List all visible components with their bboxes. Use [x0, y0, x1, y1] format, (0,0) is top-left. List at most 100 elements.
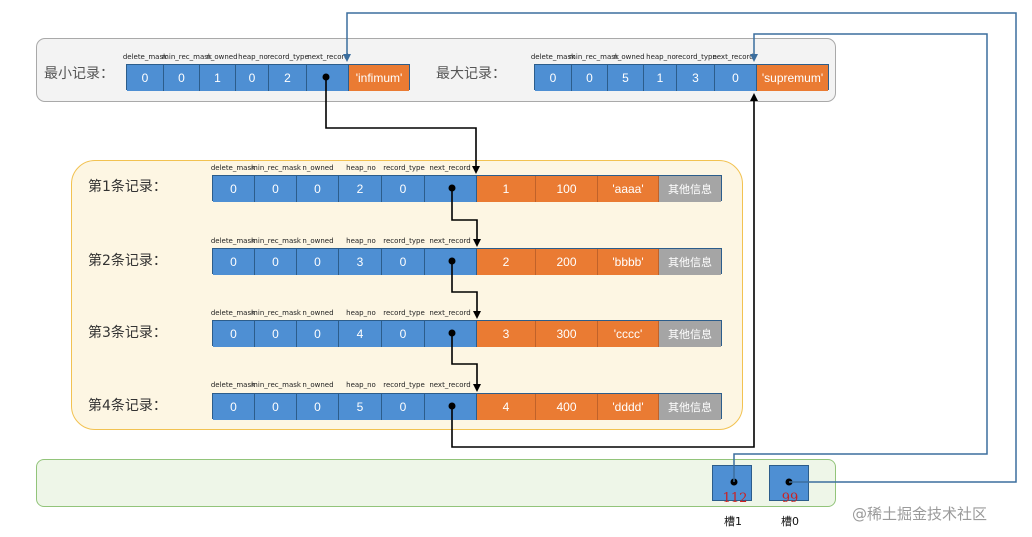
record-3-header-n-owned: n_owned [302, 309, 334, 317]
supremum-header-heap-no: heap_no [646, 53, 676, 61]
record-1-delete-mask: 0 [213, 176, 255, 202]
record-1-header-next-record: next_record [429, 164, 471, 172]
record-1-header-min-rec-mask: min_rec_mask [251, 164, 301, 172]
supremum-header-next-record: next_record [712, 53, 754, 61]
supremum-header-min-rec-mask: min_rec_mask [569, 53, 619, 61]
supremum-header-record-type: record_type [675, 53, 717, 61]
record-2-header-delete-mask: delete_mask [210, 237, 256, 245]
record-3-value: 300 [536, 321, 598, 347]
record-1-n-owned: 0 [297, 176, 339, 202]
record-1-header-delete-mask: delete_mask [210, 164, 256, 172]
record-3-extra-info: 其他信息 [659, 321, 721, 347]
record-1-heap-no: 2 [339, 176, 382, 202]
record-2-delete-mask: 0 [213, 249, 255, 275]
record-4-extra-info: 其他信息 [659, 394, 721, 420]
infimum-header-n-owned: n_owned [206, 53, 238, 61]
watermark: @稀土掘金技术社区 [852, 505, 988, 523]
record-3-header-heap-no: heap_no [346, 309, 376, 317]
record-3-header-delete-mask: delete_mask [210, 309, 256, 317]
record-3-min-rec-mask: 0 [255, 321, 297, 347]
record-1-header-record-type: record_type [383, 164, 425, 172]
record-2-label: 第2条记录： [88, 253, 167, 269]
supremum-header-delete-mask: delete_mask [530, 53, 576, 61]
link-infimum-to-record-1 [322, 73, 480, 174]
record-4-record-type: 0 [382, 394, 425, 420]
supremum-record-type: 3 [677, 65, 715, 91]
record-2-text: 'bbbb' [598, 249, 659, 275]
record-3-id: 3 [477, 321, 536, 347]
slot-0-number: 99 [781, 491, 799, 506]
slot-1-name: 槽1 [724, 515, 742, 528]
record-1-min-rec-mask: 0 [255, 176, 297, 202]
link-slot-1-to-supremum [730, 33, 988, 486]
supremum-header-n-owned: n_owned [613, 53, 645, 61]
page-directory-panel [36, 459, 836, 507]
record-1-extra-info: 其他信息 [659, 176, 721, 202]
record-1-id: 1 [477, 176, 536, 202]
supremum-data: 'supremum' [757, 65, 828, 91]
user-records-panel [71, 160, 743, 430]
record-4-heap-no: 5 [339, 394, 382, 420]
record-2-extra-info: 其他信息 [659, 249, 721, 275]
supremum-n-owned: 5 [608, 65, 644, 91]
record-3-text: 'cccc' [598, 321, 659, 347]
record-2-n-owned: 0 [297, 249, 339, 275]
supremum-record: 0 0 5 1 3 0 'supremum' [534, 64, 829, 91]
infimum-header-delete-mask: delete_mask [122, 53, 168, 61]
record-3-header-min-rec-mask: min_rec_mask [251, 309, 301, 317]
infimum-data: 'infimum' [349, 65, 409, 91]
record-1-label: 第1条记录： [88, 179, 167, 195]
record-1-header-heap-no: heap_no [346, 164, 376, 172]
record-4-value: 400 [536, 394, 598, 420]
infimum-header-heap-no: heap_no [238, 53, 268, 61]
record-4-header-delete-mask: delete_mask [210, 381, 256, 389]
supremum-label: 最大记录： [436, 66, 506, 82]
record-3-label: 第3条记录： [88, 325, 167, 341]
infimum-heap-no: 0 [236, 65, 269, 91]
record-1-record-type: 0 [382, 176, 425, 202]
record-2-header-next-record: next_record [429, 237, 471, 245]
infimum-delete-mask: 0 [127, 65, 164, 91]
supremum-heap-no: 1 [644, 65, 677, 91]
record-4-id: 4 [477, 394, 536, 420]
infimum-n-owned: 1 [200, 65, 236, 91]
record-4-header-heap-no: heap_no [346, 381, 376, 389]
link-record-3-to-record-4 [448, 329, 481, 392]
record-1-header-n-owned: n_owned [302, 164, 334, 172]
record-2-header-min-rec-mask: min_rec_mask [251, 237, 301, 245]
slot-0-name: 槽0 [781, 515, 799, 528]
link-record-4-to-supremum [448, 93, 758, 448]
record-4-header-min-rec-mask: min_rec_mask [251, 381, 301, 389]
record-4-delete-mask: 0 [213, 394, 255, 420]
record-3-n-owned: 0 [297, 321, 339, 347]
infimum-label: 最小记录： [44, 66, 114, 82]
record-2-header-heap-no: heap_no [346, 237, 376, 245]
supremum-next-record: 0 [715, 65, 757, 91]
record-3-delete-mask: 0 [213, 321, 255, 347]
record-4-header-record-type: record_type [383, 381, 425, 389]
record-3-header-record-type: record_type [383, 309, 425, 317]
infimum-record-type: 2 [269, 65, 307, 91]
record-2: 0 0 0 3 0 2 200 'bbbb' 其他信息 [212, 248, 722, 275]
record-3-header-next-record: next_record [429, 309, 471, 317]
record-1: 0 0 0 2 0 1 100 'aaaa' 其他信息 [212, 175, 722, 202]
record-3-heap-no: 4 [339, 321, 382, 347]
infimum-header-min-rec-mask: min_rec_mask [162, 53, 212, 61]
record-2-value: 200 [536, 249, 598, 275]
record-4: 0 0 0 5 0 4 400 'dddd' 其他信息 [212, 393, 722, 420]
record-1-text: 'aaaa' [598, 176, 659, 202]
record-2-header-record-type: record_type [383, 237, 425, 245]
link-record-2-to-record-3 [448, 257, 481, 319]
record-4-min-rec-mask: 0 [255, 394, 297, 420]
record-4-label: 第4条记录： [88, 398, 167, 414]
record-4-n-owned: 0 [297, 394, 339, 420]
supremum-min-rec-mask: 0 [572, 65, 608, 91]
record-4-header-next-record: next_record [429, 381, 471, 389]
record-3-record-type: 0 [382, 321, 425, 347]
link-record-1-to-record-2 [448, 184, 481, 247]
record-2-header-n-owned: n_owned [302, 237, 334, 245]
record-1-value: 100 [536, 176, 598, 202]
record-2-record-type: 0 [382, 249, 425, 275]
record-2-id: 2 [477, 249, 536, 275]
